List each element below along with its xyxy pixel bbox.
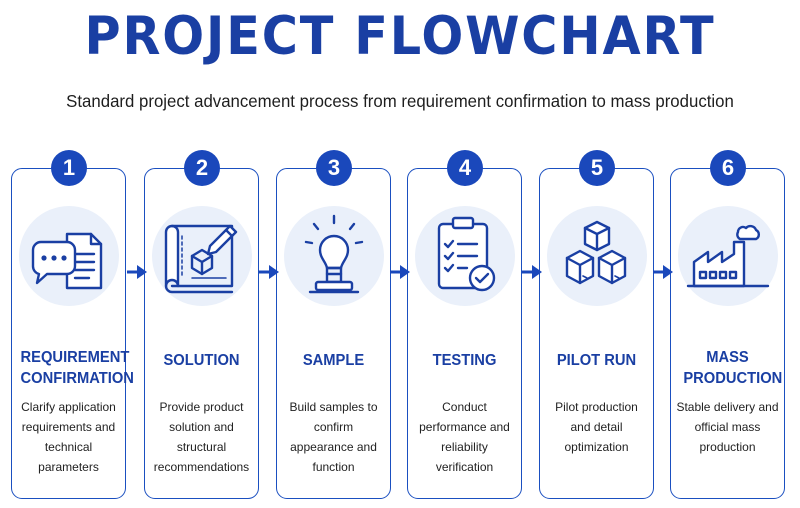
step-card-2: SOLUTION Provide product solution and st… (144, 168, 259, 499)
step-description-1: Clarify application requirements and tec… (21, 400, 116, 474)
step-description-2: Provide product solution and structural … (153, 400, 250, 474)
arrow-right-icon (390, 265, 410, 279)
factory-icon (686, 224, 770, 288)
arrow-right-icon (259, 265, 279, 279)
step-card-3: SAMPLE Build samples to confirm appearan… (276, 168, 391, 499)
step-card-5: PILOT RUN Pilot production and detail op… (539, 168, 654, 499)
step-number-1: 1 (51, 150, 87, 186)
step-card-4: TESTING Conduct performance and reliabil… (407, 168, 522, 499)
step-title-2: SOLUTION (163, 352, 240, 369)
step-card-1: REQUIREMENT CONFIRMATION Clarify applica… (11, 168, 134, 499)
step-title-5: PILOT RUN (556, 352, 637, 369)
step-description-3: Build samples to confirm appearance and … (289, 400, 378, 474)
arrow-right-icon (653, 265, 673, 279)
arrow-right-icon (522, 265, 542, 279)
step-description-6: Stable delivery and official mass produc… (676, 400, 779, 454)
page-title: PROJECT FLOWCHART (84, 6, 716, 67)
step-description-5: Pilot production and detail optimization (555, 400, 638, 454)
arrow-right-icon (127, 265, 147, 279)
page-subtitle: Standard project advancement process fro… (66, 91, 734, 111)
clipboard-check-icon (437, 216, 496, 292)
step-title-4: TESTING (432, 352, 497, 369)
blueprint-pencil-icon (164, 224, 238, 294)
step-number-3: 3 (316, 150, 352, 186)
step-title-3: SAMPLE (302, 352, 365, 369)
chat-document-icon (31, 232, 103, 290)
icon-halo (678, 206, 778, 306)
step-title-1: REQUIREMENT CONFIRMATION (20, 349, 134, 387)
step-title-6: MASS PRODUCTION (683, 349, 783, 387)
step-number-4: 4 (447, 150, 483, 186)
step-number-2: 2 (184, 150, 220, 186)
lightbulb-icon (304, 214, 364, 294)
step-number-6: 6 (710, 150, 746, 186)
step-card-6: MASS PRODUCTION Stable delivery and offi… (670, 168, 785, 499)
boxes-icon (565, 220, 627, 285)
step-description-4: Conduct performance and reliability veri… (419, 400, 510, 474)
step-number-5: 5 (579, 150, 615, 186)
